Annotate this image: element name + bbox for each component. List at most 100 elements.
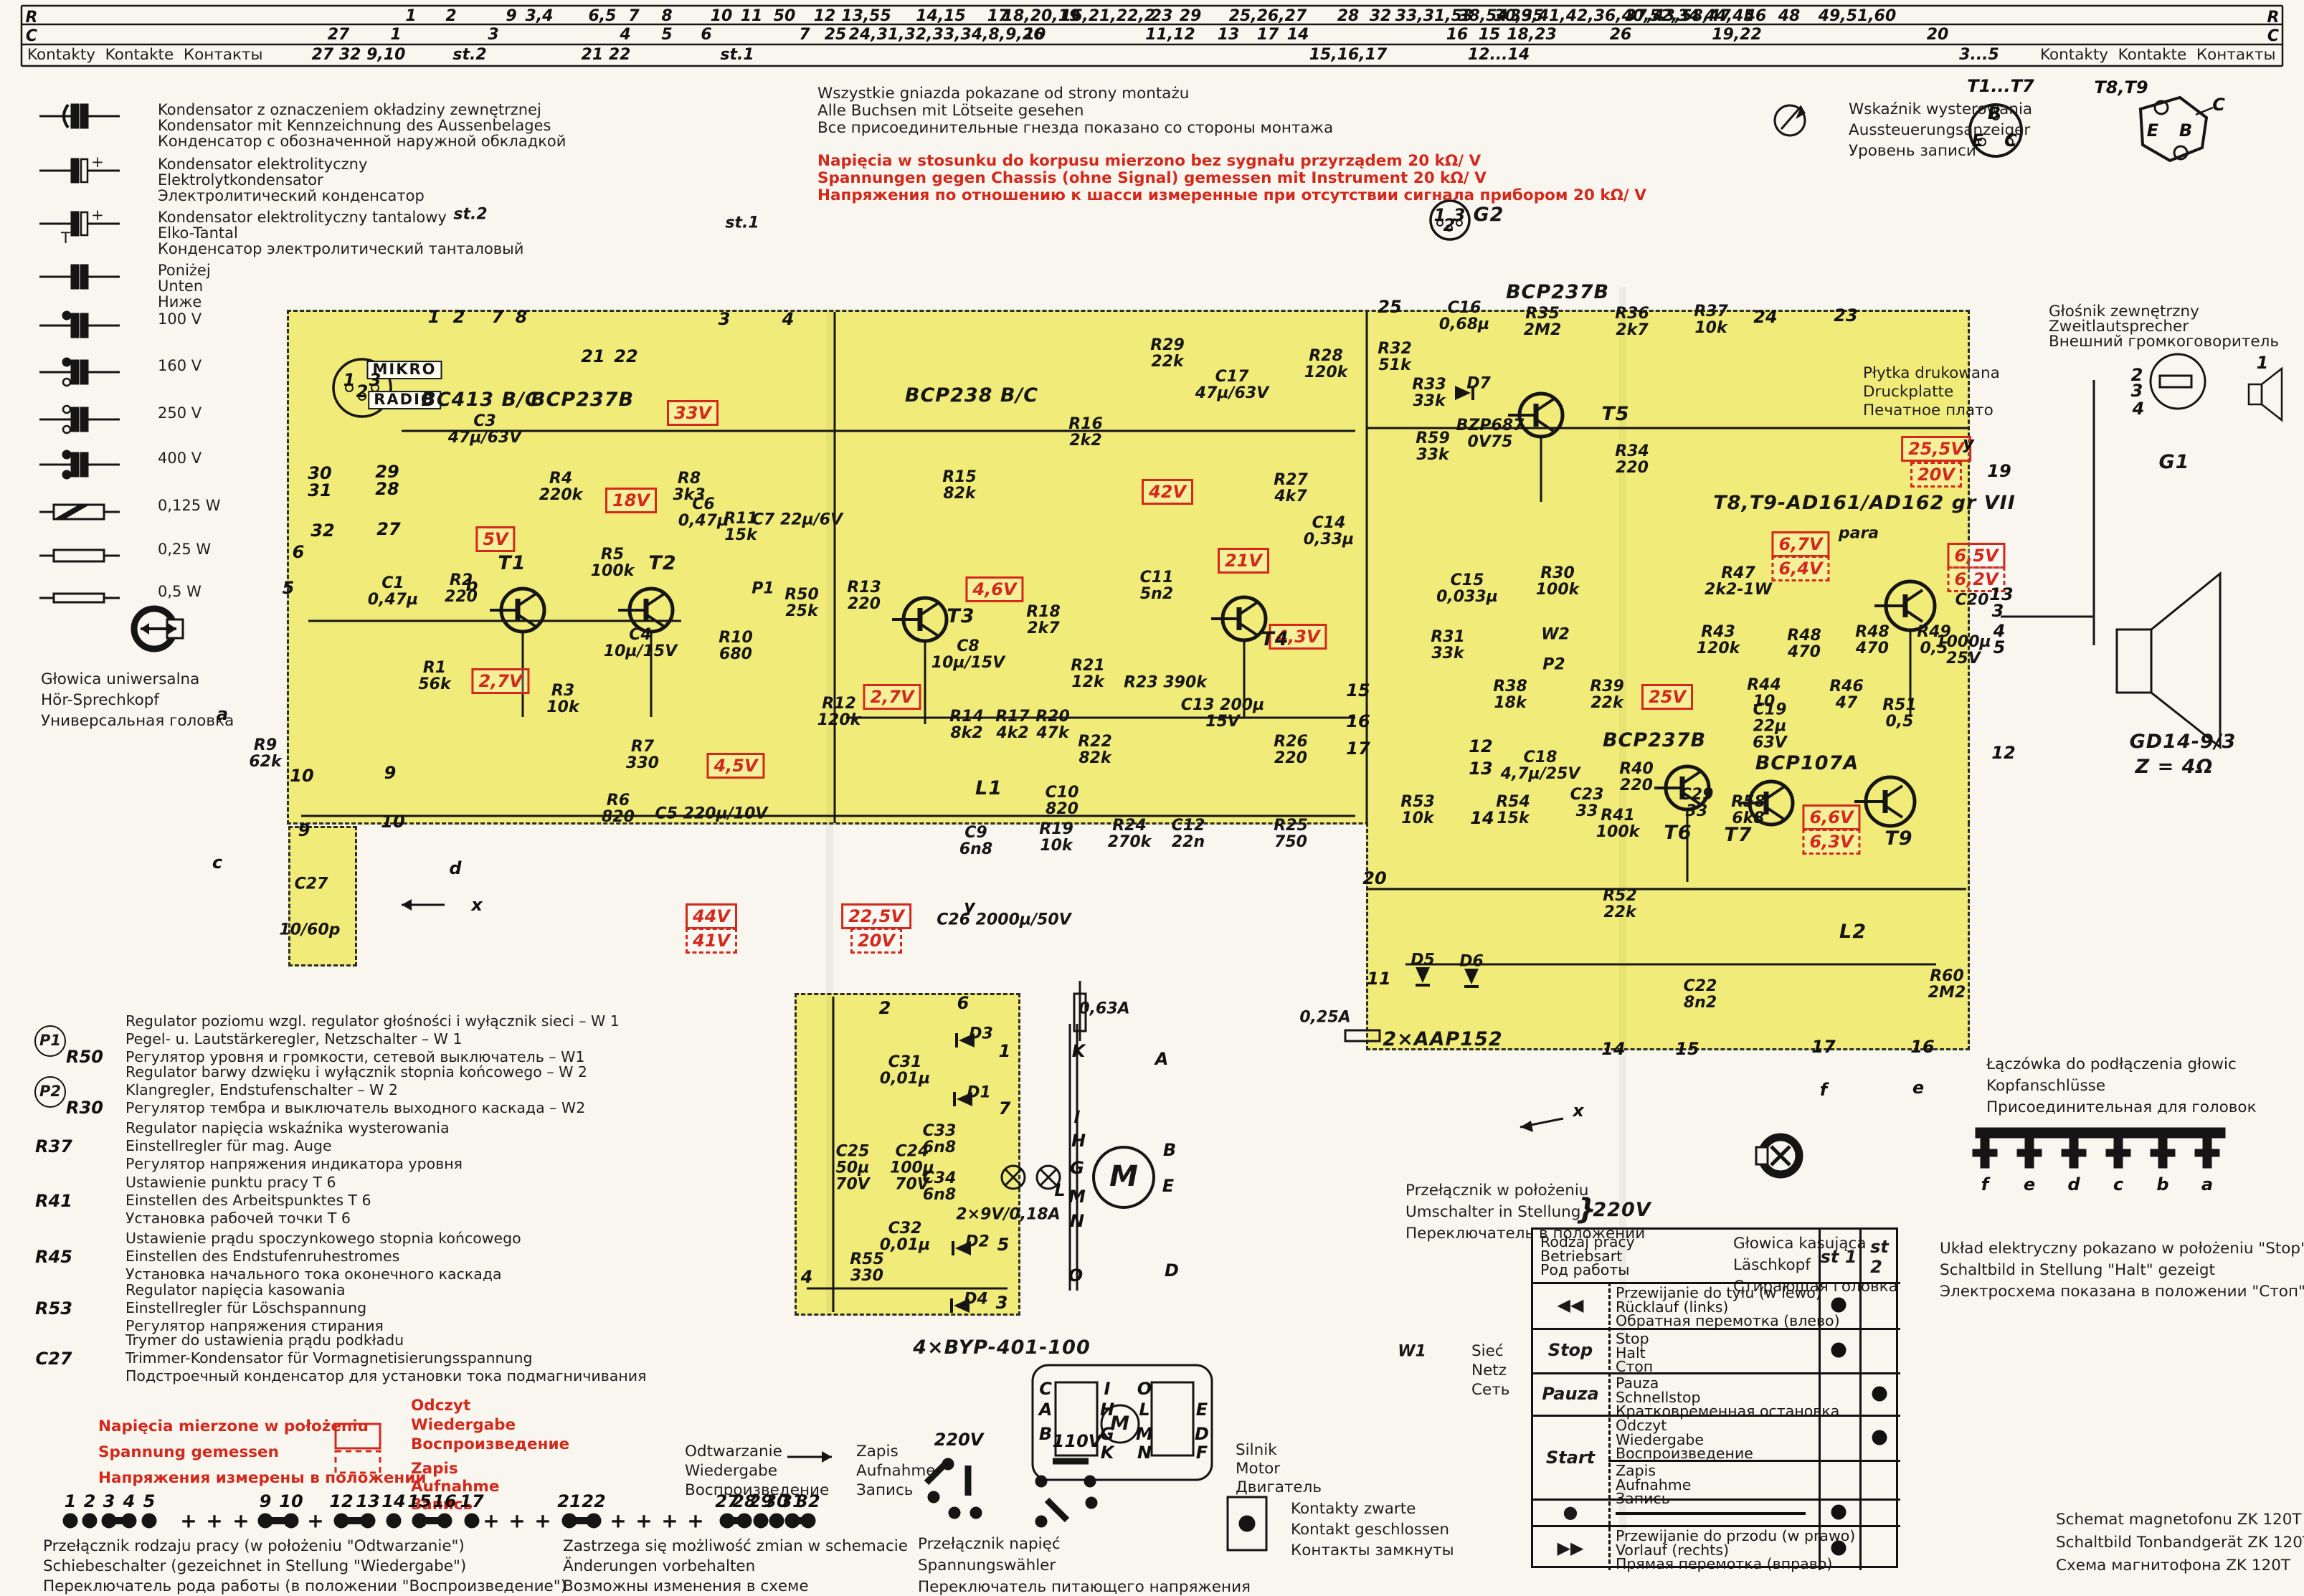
contact-label: a: [216, 704, 229, 724]
component-label: C5 220µ/10V: [655, 804, 768, 823]
component-label: T8,T9-AD161/AD162 gr VII: [1713, 491, 2016, 514]
component-label: R14 8k2: [949, 708, 984, 742]
component-label: D4: [964, 1290, 988, 1308]
contact-label: 2: [1443, 215, 1456, 235]
contact-label: 31: [308, 480, 332, 500]
strip-contact-number: 27: [715, 1491, 739, 1511]
component-label: T9: [1885, 827, 1913, 850]
component-label: R33 33k: [1412, 376, 1446, 410]
component-label: R2 220: [445, 571, 478, 606]
contact-label: 5: [282, 578, 295, 598]
text-block-line: Запись: [856, 1481, 914, 1499]
contact-label: 27: [376, 519, 401, 539]
text-block-line: Netz: [1471, 1362, 1507, 1379]
contact-label: 3: [1453, 205, 1466, 225]
legend-item: 250 V: [39, 405, 541, 438]
text-block-line: Spannungen gegen Chassis (ohne Signal) g…: [817, 169, 1487, 187]
contact-label: N: [1137, 1443, 1152, 1463]
component-label: C12 22n: [1171, 817, 1205, 851]
component-label: R9 62k: [249, 736, 282, 771]
contact-label: c: [2113, 1174, 2124, 1194]
component-label: R8 3k3: [673, 470, 706, 504]
text-block-line: Głowica uniwersalna: [41, 670, 200, 688]
contact-label: e: [2023, 1174, 2036, 1194]
contact-label: 17: [1346, 738, 1370, 759]
contact-label: T1...T7: [1967, 76, 2034, 96]
regulator-desc-line: Регулятор напряжения индикатора уровня: [125, 1155, 463, 1172]
contact-label: O: [1068, 1265, 1084, 1286]
component-label: 4×BYP-401-100: [913, 1336, 1091, 1359]
voltage-callout: 6,7V: [1771, 531, 1830, 557]
strip-plus-mark: +: [508, 1509, 526, 1533]
strip-contact-number: 21: [557, 1491, 582, 1511]
component-label: R52 22k: [1603, 887, 1637, 921]
component-label: C1 0,47µ: [367, 574, 419, 609]
component-label: R38 18k: [1493, 678, 1527, 712]
legend-item: 0,125 W: [39, 498, 541, 531]
ruler-c-item: 7: [799, 26, 810, 44]
component-label: C14 0,33µ: [1303, 514, 1355, 548]
ruler-r-item: 14,15: [916, 7, 966, 25]
component-label: R28 120k: [1304, 347, 1348, 381]
text-block-line: Odtwarzanie: [685, 1443, 782, 1460]
contact-label: T8,T9: [2094, 77, 2148, 98]
component-label: W2: [1541, 625, 1570, 644]
text-block-line: Запись: [411, 1496, 473, 1514]
ruler-kontakty-label: Kontakty Kontakte Контакты: [2040, 46, 2276, 64]
mode-table-start-label: Start: [1545, 1448, 1596, 1468]
contact-label: A: [1038, 1400, 1053, 1420]
contact-label: 2: [356, 381, 369, 402]
ruler-r-item: 30,35: [1494, 7, 1544, 25]
ruler-r-item: 29: [1179, 7, 1202, 25]
plus-mark: +: [91, 153, 105, 171]
strip-plus-mark: +: [180, 1509, 197, 1533]
text-block-line: Przełącznik rodzaju pracy (w położeniu "…: [43, 1537, 465, 1555]
text-block-line: Przełącznik napięć: [918, 1535, 1061, 1553]
component-label: R6 820: [602, 792, 635, 826]
strip-contact-number: 32: [796, 1491, 820, 1511]
contact-label: 12: [1991, 743, 2016, 763]
component-label: 0,63A: [1078, 999, 1130, 1018]
text-block-line: Aufnahme: [856, 1462, 936, 1480]
contact-label: 3: [718, 309, 731, 329]
contact-label: f: [1819, 1080, 1828, 1100]
regulator-desc-line: Регулятор напряжения стирания: [125, 1317, 384, 1334]
text-block-line: Стирающая головка: [1733, 1278, 1898, 1296]
component-label: R22 82k: [1078, 733, 1112, 767]
ruler-r-item: 17: [987, 7, 1010, 25]
text-block-line: Напряжения по отношению к шасси измеренн…: [817, 186, 1646, 204]
contact-label: C: [1039, 1379, 1052, 1399]
text-block-line: Wiedergabe: [685, 1462, 778, 1480]
pcb-zone-main: [287, 310, 1970, 825]
text-block-line: Сеть: [1471, 1381, 1510, 1399]
contact-label: 12: [1469, 736, 1493, 756]
ruler-c-item: 4: [620, 26, 631, 44]
regulator-desc-line: Trimmer-Kondensator für Vormagnetisierun…: [125, 1349, 533, 1367]
text-block-line: Напряжения измерены в положении: [98, 1469, 427, 1487]
text-block-line: Двигатель: [1236, 1478, 1322, 1496]
strip-contact-number: 15: [407, 1491, 432, 1511]
strip-contact-number: 10: [279, 1491, 303, 1511]
component-label: R30 100k: [1535, 564, 1580, 599]
component-label: R48 470: [1855, 623, 1890, 657]
component-label: C31 0,01µ: [879, 1053, 931, 1088]
contact-label: B: [1038, 1424, 1053, 1444]
ruler-c-item: 6: [701, 26, 712, 44]
component-label: C20: [1955, 591, 1989, 609]
text-block-line: Присоединительная для головок: [1986, 1098, 2257, 1116]
ruler-c-item: 19,22: [1712, 26, 1762, 44]
contact-label: d: [2067, 1174, 2080, 1194]
component-label: L2: [1839, 920, 1867, 943]
text-block-line: Umschalter in Stellung: [1405, 1203, 1581, 1221]
contact-label: 14: [1601, 1039, 1626, 1059]
regulator-desc-line: Einstellregler für Löschspannung: [125, 1299, 367, 1316]
ruler-row-c-label: C: [25, 27, 38, 45]
legend-item-text: 100 V: [158, 310, 202, 328]
ruler-r-item: 23: [1150, 7, 1173, 25]
contact-label: H: [1071, 1131, 1086, 1151]
